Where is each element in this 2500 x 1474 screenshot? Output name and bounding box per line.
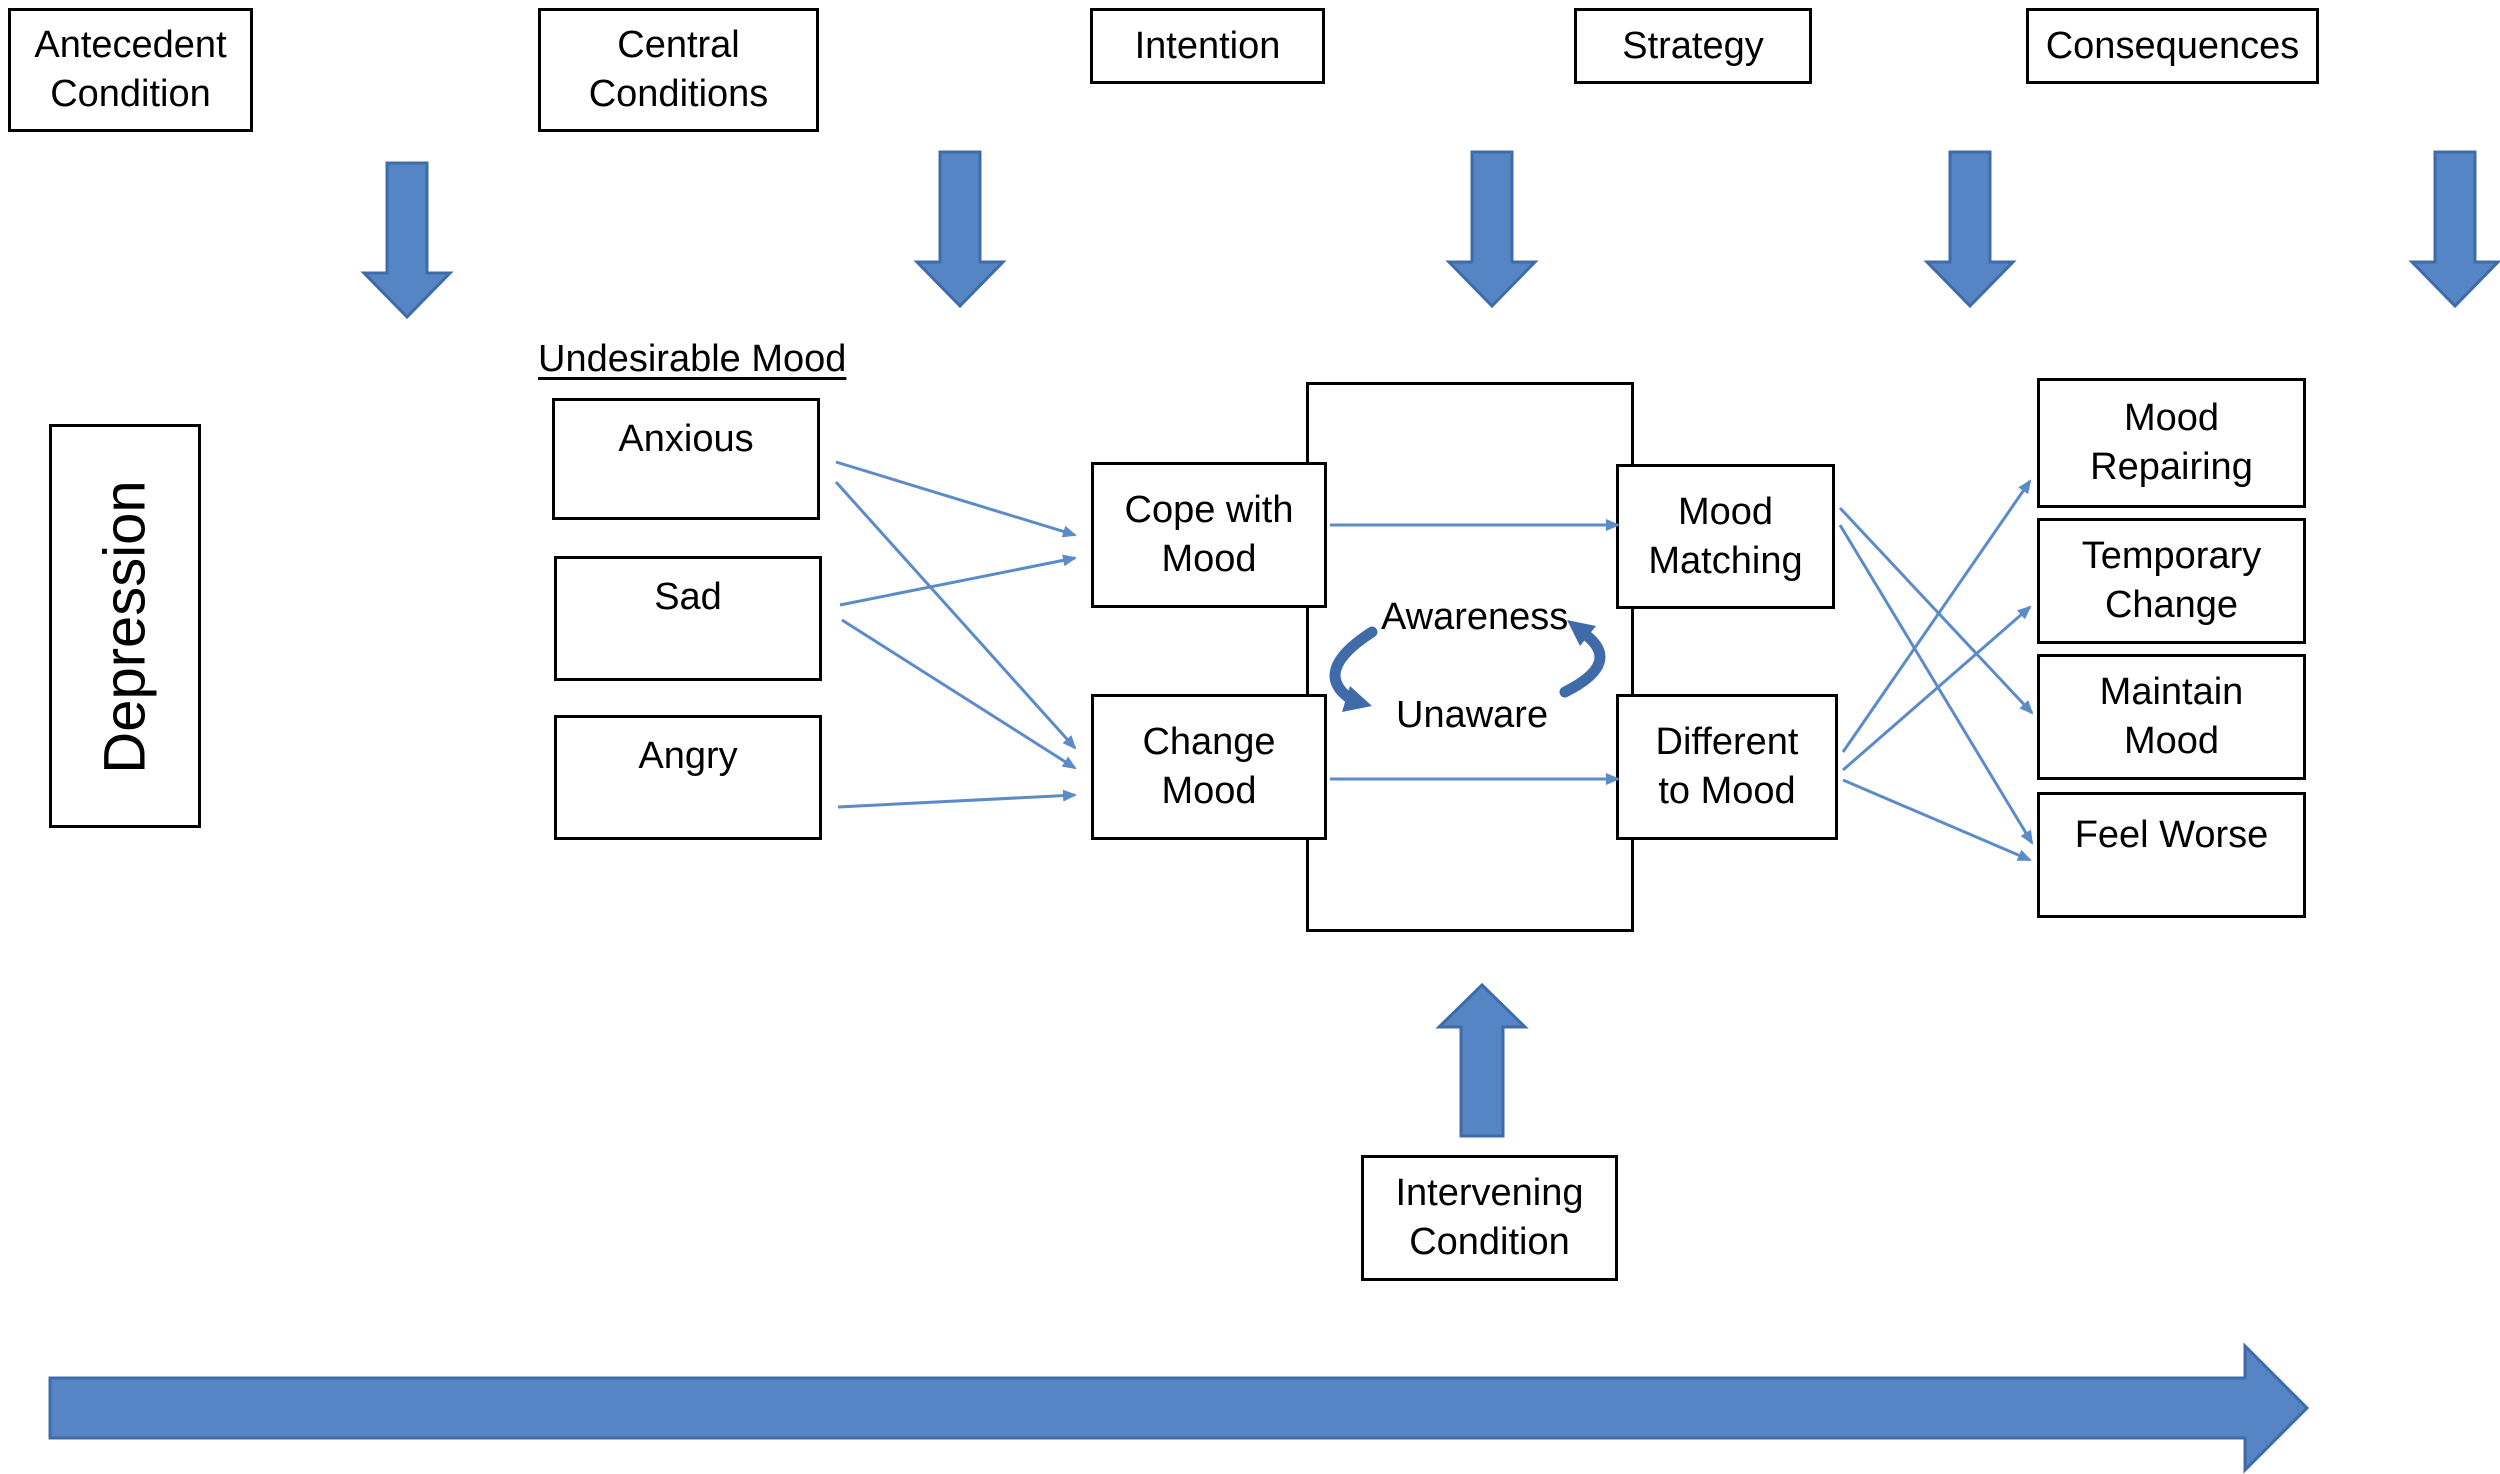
header-strategy: Strategy — [1574, 8, 1812, 84]
consequence-box-maintain: Maintain Mood — [2037, 654, 2306, 780]
connector-anxious-cope — [835, 460, 1077, 538]
awareness-container — [1306, 382, 1634, 932]
header-central-label: Central Conditions — [588, 24, 769, 115]
mood-angry-label: Angry — [638, 735, 738, 777]
header-intention: Intention — [1090, 8, 1325, 84]
intention-change-label: Change Mood — [1142, 721, 1276, 812]
down-arrow-4 — [1923, 150, 2017, 309]
header-antecedent-condition: Antecedent Condition — [8, 8, 253, 132]
connector-matching-maintain — [1838, 506, 2034, 715]
down-arrow-3 — [1445, 150, 1539, 309]
header-consequences: Consequences — [2026, 8, 2319, 84]
header-central-conditions: Central Conditions — [538, 8, 819, 132]
header-strategy-label: Strategy — [1622, 24, 1764, 67]
strategy-different-label: Different to Mood — [1655, 721, 1799, 812]
consequence-repairing-label: Mood Repairing — [2090, 397, 2253, 488]
connector-different-repairing — [1841, 479, 2032, 753]
strategy-box-matching: Mood Matching — [1616, 464, 1835, 609]
intention-box-change: Change Mood — [1091, 694, 1327, 840]
connector-different-temporary — [1842, 605, 2032, 772]
mood-sad-label: Sad — [654, 576, 722, 618]
connector-sad-change — [841, 618, 1077, 770]
header-antecedent-label: Antecedent Condition — [34, 24, 227, 115]
intention-cope-label: Cope with Mood — [1124, 489, 1294, 580]
mood-box-anxious: Anxious — [552, 398, 820, 520]
strategy-matching-label: Mood Matching — [1648, 490, 1803, 582]
consequence-maintain-label: Maintain Mood — [2099, 671, 2244, 762]
timeline-arrow — [48, 1342, 2310, 1474]
unaware-label: Unaware — [1396, 694, 1549, 736]
intention-box-cope: Cope with Mood — [1091, 462, 1327, 608]
undesirable-mood-label: Undesirable Mood — [538, 338, 847, 380]
mood-box-angry: Angry — [554, 715, 822, 840]
strategy-box-different: Different to Mood — [1616, 694, 1838, 840]
connector-matching-worse — [1838, 524, 2034, 845]
connector-angry-change — [837, 789, 1077, 809]
mood-box-sad: Sad — [554, 556, 822, 681]
connector-sad-cope — [839, 554, 1077, 607]
consequence-temporary-label: Temporary Change — [2081, 535, 2262, 626]
consequence-box-temporary: Temporary Change — [2037, 518, 2306, 644]
consequence-box-worse: Feel Worse — [2037, 792, 2306, 918]
depression-label: Depression — [92, 480, 158, 774]
consequence-box-repairing: Mood Repairing — [2037, 378, 2306, 508]
connector-different-worse — [1842, 778, 2032, 862]
up-arrow-intervening — [1435, 982, 1529, 1138]
mood-anxious-label: Anxious — [618, 418, 754, 460]
down-arrow-2 — [913, 150, 1007, 309]
down-arrow-1 — [360, 161, 454, 320]
header-consequences-label: Consequences — [2045, 24, 2300, 67]
connector-anxious-change — [834, 480, 1077, 750]
awareness-label: Awareness — [1381, 596, 1569, 638]
depression-box — [49, 424, 201, 828]
down-arrow-5 — [2408, 150, 2500, 309]
intervening-condition-box: Intervening Condition — [1361, 1155, 1618, 1281]
intervening-condition-label: Intervening Condition — [1395, 1172, 1584, 1263]
consequence-worse-label: Feel Worse — [2074, 814, 2269, 856]
header-intention-label: Intention — [1134, 24, 1281, 67]
